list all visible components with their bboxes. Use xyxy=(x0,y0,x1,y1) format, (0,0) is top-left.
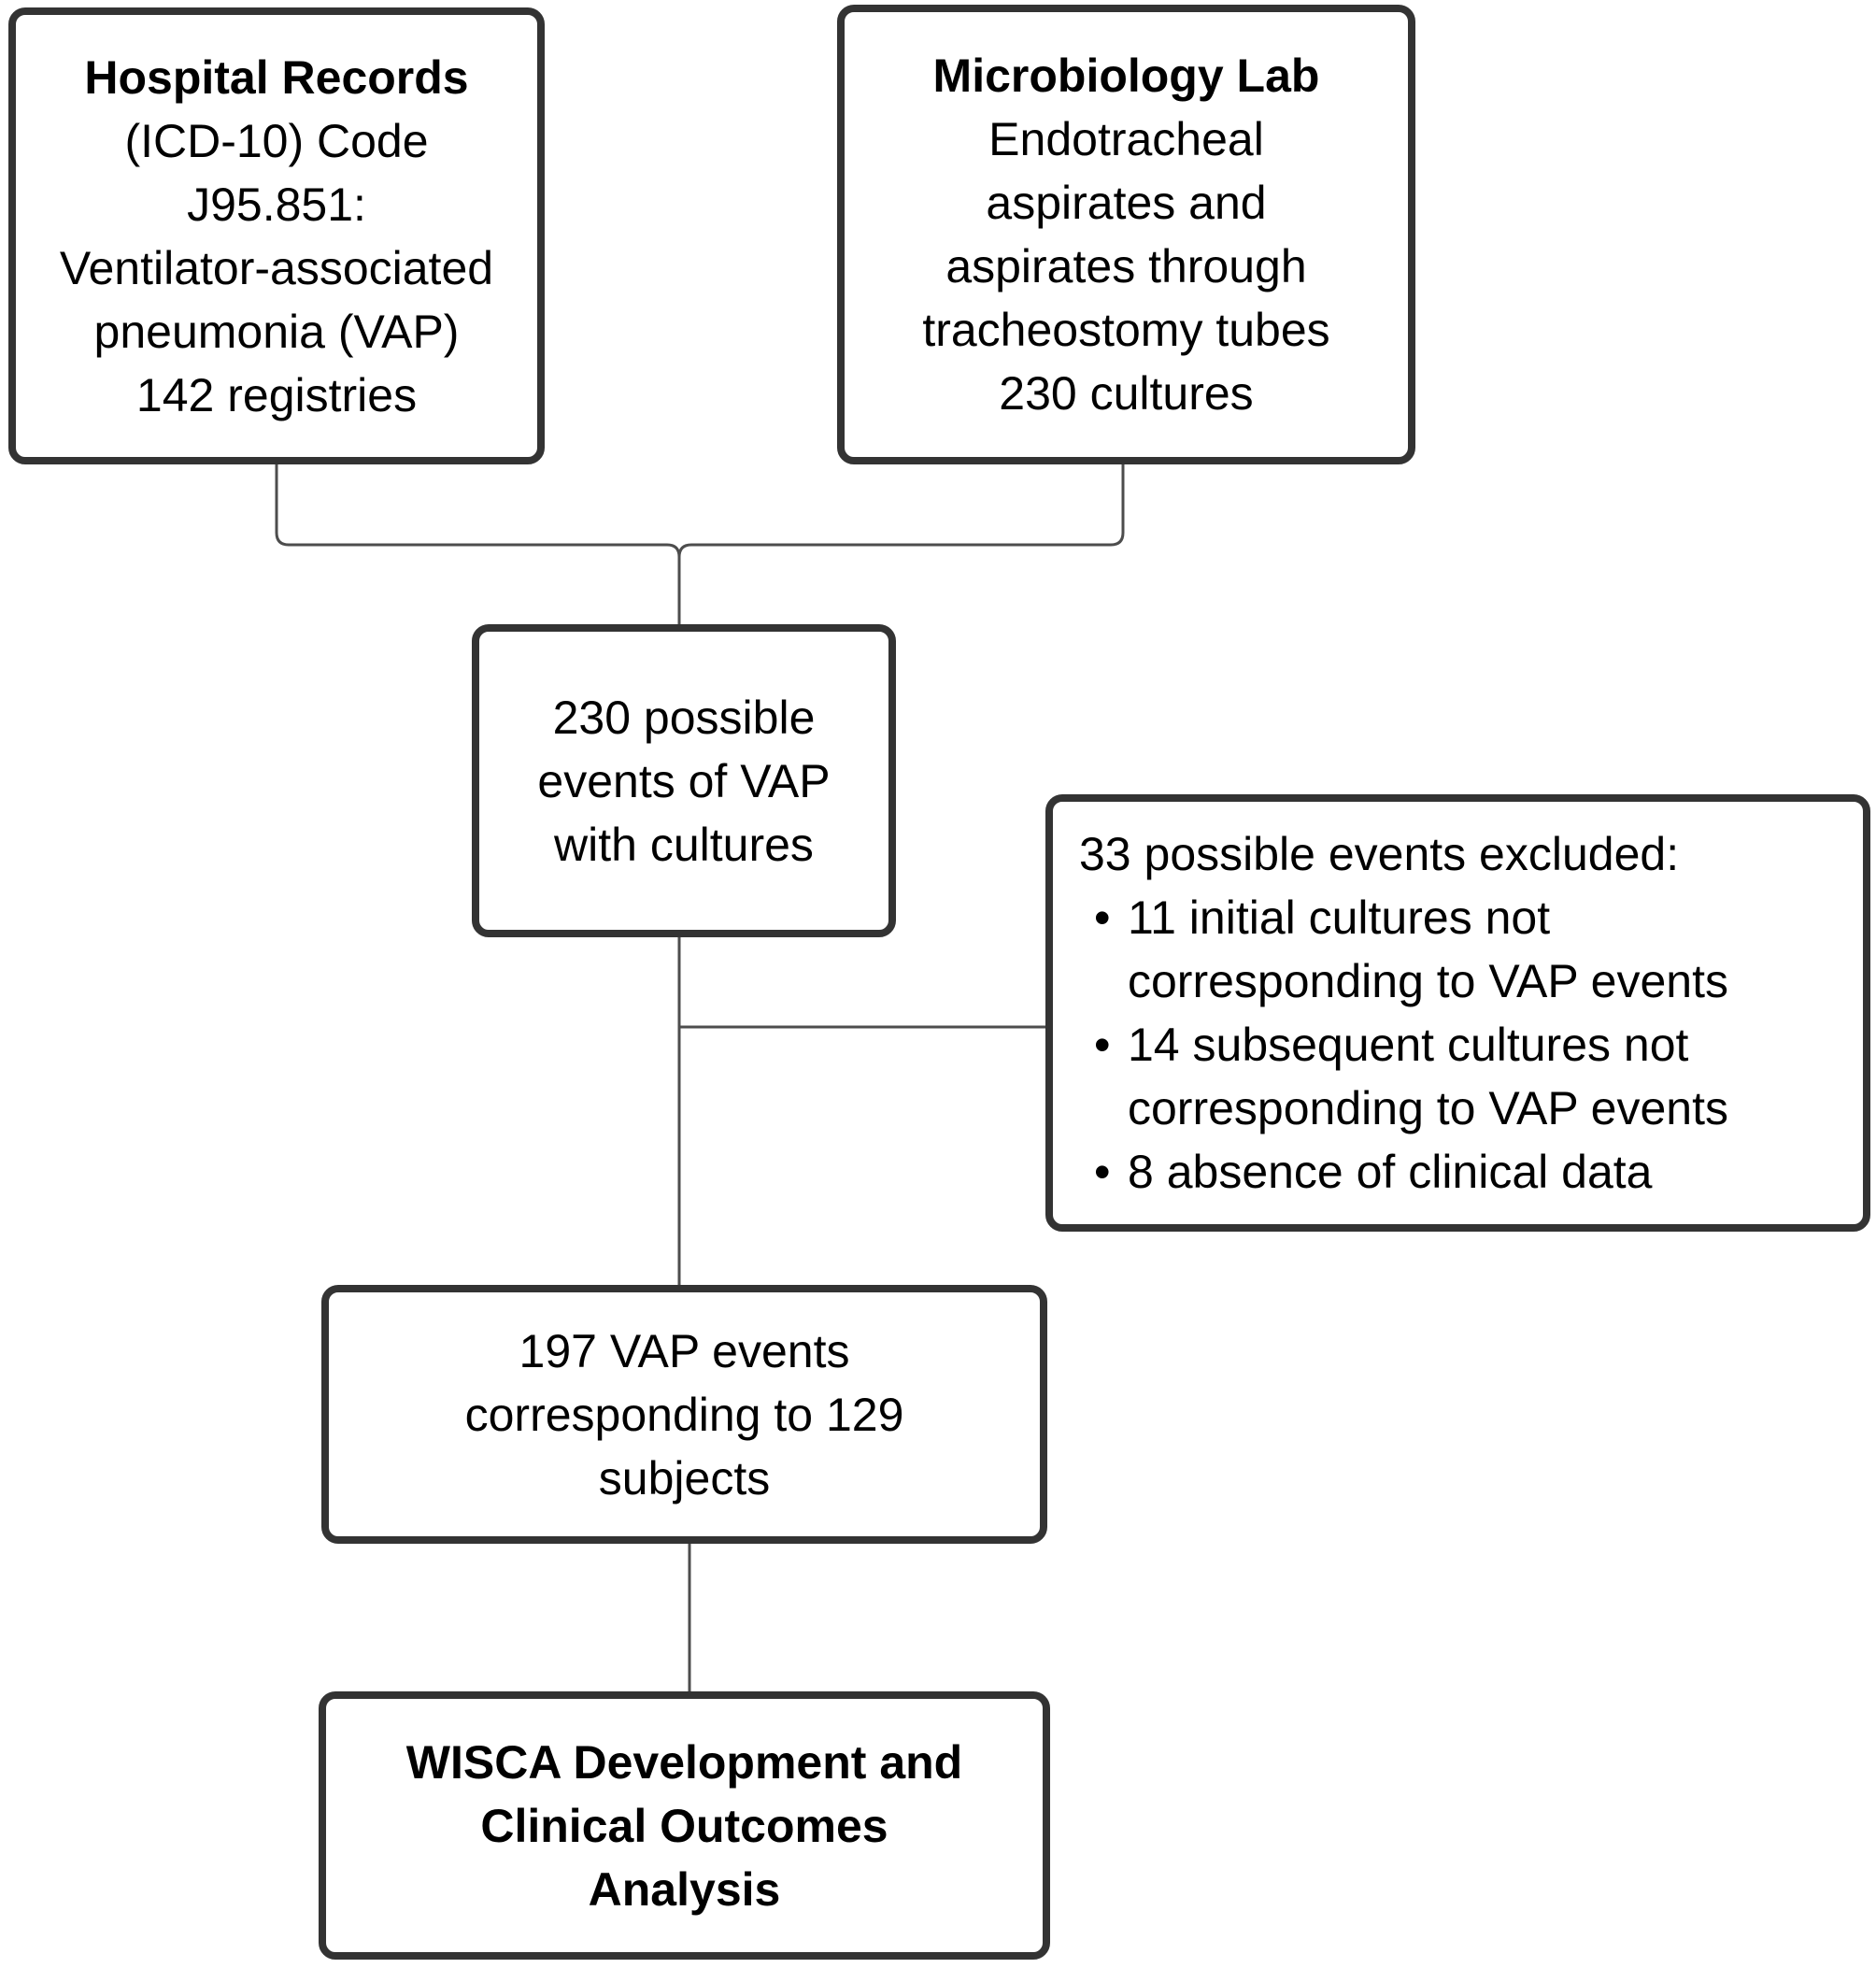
hospital-records-line: (ICD-10) Code xyxy=(124,114,429,167)
hospital-records-line: Ventilator-associated xyxy=(59,241,494,294)
flow-box-possible-events: 230 possible events of VAP with cultures xyxy=(472,624,896,937)
exclusion-item-line: corresponding to VAP events xyxy=(1128,955,1728,1007)
flow-box-hospital-records: Hospital Records (ICD-10) Code J95.851: … xyxy=(8,7,545,464)
flow-box-wisca-analysis: WISCA Development and Clinical Outcomes … xyxy=(319,1691,1050,1960)
hospital-records-line: pneumonia (VAP) xyxy=(93,305,460,358)
exclusions-header: 33 possible events excluded: xyxy=(1079,828,1680,880)
possible-events-line: events of VAP xyxy=(537,754,831,807)
exclusion-item-line: corresponding to VAP events xyxy=(1128,1082,1728,1134)
microbiology-lab-line: 230 cultures xyxy=(999,367,1254,420)
exclusion-item-line: 11 initial cultures not xyxy=(1128,891,1551,944)
microbiology-lab-title: Microbiology Lab xyxy=(932,50,1320,102)
connector-hospital-to-merge xyxy=(275,464,681,624)
microbiology-lab-line: Endotracheal xyxy=(988,113,1264,165)
wisca-analysis-line: Analysis xyxy=(588,1862,781,1916)
bullet-icon: • xyxy=(1094,1019,1111,1071)
hospital-records-line: J95.851: xyxy=(187,178,366,231)
flow-box-vap-events: 197 VAP events corresponding to 129 subj… xyxy=(321,1285,1047,1544)
bullet-icon: • xyxy=(1094,891,1111,944)
wisca-analysis-line: Clinical Outcomes xyxy=(480,1799,888,1852)
hospital-records-title: Hospital Records xyxy=(84,50,469,104)
microbiology-lab-line: aspirates through xyxy=(945,240,1307,292)
bullet-icon: • xyxy=(1094,1146,1111,1198)
possible-events-line: with cultures xyxy=(554,818,814,871)
exclusion-item-line: 8 absence of clinical data xyxy=(1128,1146,1653,1198)
vap-events-line: corresponding to 129 xyxy=(464,1388,904,1441)
exclusion-item: • 14 subsequent cultures not correspondi… xyxy=(1079,1013,1844,1140)
vap-events-line: subjects xyxy=(598,1451,771,1505)
hospital-records-line: 142 registries xyxy=(135,368,418,421)
flow-box-microbiology-lab: Microbiology Lab Endotracheal aspirates … xyxy=(837,5,1415,464)
vap-events-line: 197 VAP events xyxy=(519,1324,850,1377)
wisca-analysis-line: WISCA Development and xyxy=(405,1735,963,1789)
exclusion-item-line: 14 subsequent cultures not xyxy=(1128,1019,1689,1071)
flow-box-exclusions: 33 possible events excluded: • 11 initia… xyxy=(1045,794,1870,1232)
microbiology-lab-line: tracheostomy tubes xyxy=(922,304,1330,356)
connector-microbiology-to-merge xyxy=(677,464,1125,558)
exclusion-item: • 8 absence of clinical data xyxy=(1079,1140,1844,1204)
possible-events-line: 230 possible xyxy=(552,691,816,744)
exclusion-item: • 11 initial cultures not corresponding … xyxy=(1079,886,1844,1013)
microbiology-lab-line: aspirates and xyxy=(986,177,1267,229)
